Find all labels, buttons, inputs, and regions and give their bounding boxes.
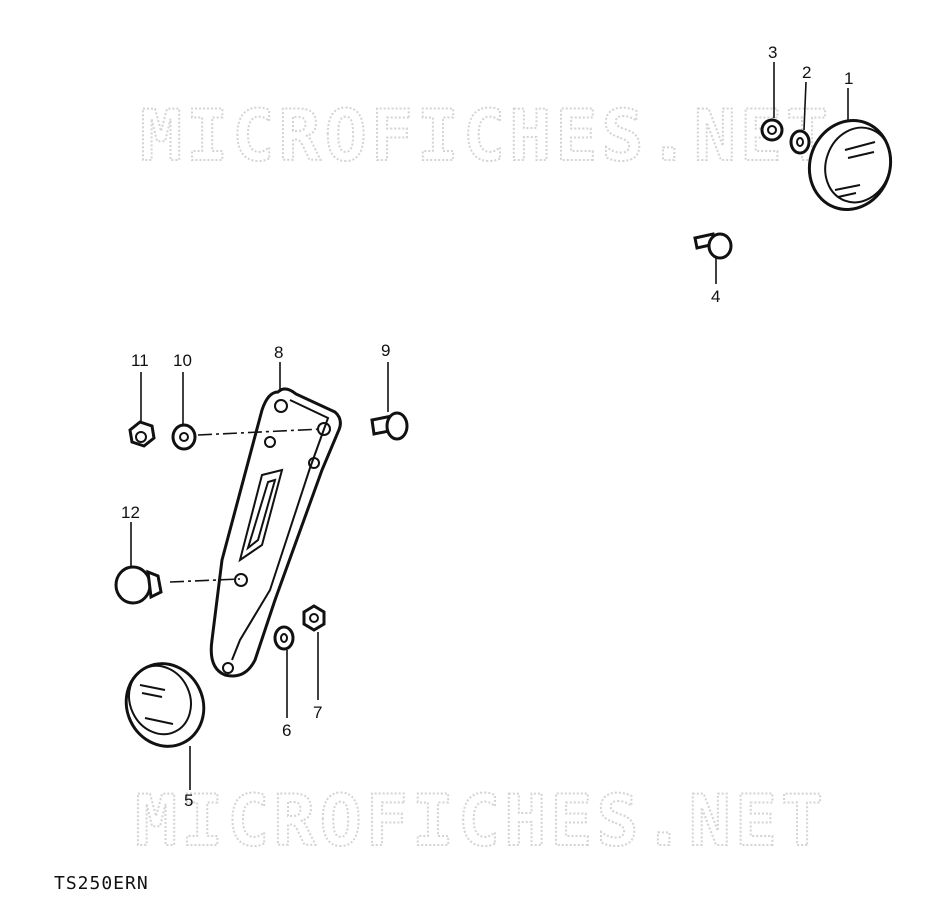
part-5-reflector bbox=[124, 662, 206, 748]
callout-2: 2 bbox=[802, 63, 811, 82]
part-9-bolt bbox=[370, 411, 409, 441]
callout-12: 12 bbox=[121, 503, 140, 522]
part-1-reflector bbox=[807, 119, 893, 211]
part-2-washer bbox=[789, 129, 811, 155]
callout-6: 6 bbox=[282, 721, 291, 740]
part-12-cap bbox=[114, 565, 163, 605]
callout-3: 3 bbox=[768, 43, 777, 62]
callout-9: 9 bbox=[381, 341, 390, 360]
part-4-screw bbox=[693, 232, 733, 260]
callout-7: 7 bbox=[313, 703, 322, 722]
part-8-bracket bbox=[209, 387, 342, 678]
part-11-nut bbox=[128, 420, 156, 448]
watermark-top: MICROFICHES.NET bbox=[140, 95, 832, 177]
model-code: TS250ERN bbox=[54, 873, 149, 894]
part-10-washer bbox=[171, 423, 197, 451]
callout-5: 5 bbox=[184, 791, 193, 810]
callout-11: 11 bbox=[131, 351, 149, 370]
callout-8: 8 bbox=[274, 343, 283, 362]
callout-1: 1 bbox=[844, 69, 853, 88]
part-7-nut bbox=[302, 604, 326, 632]
watermark-bottom: MICROFICHES.NET bbox=[135, 780, 827, 862]
leader-lines bbox=[130, 62, 849, 790]
callout-10: 10 bbox=[173, 351, 192, 370]
callout-4: 4 bbox=[711, 287, 720, 306]
part-6-nut bbox=[273, 625, 295, 651]
callout-labels: 1 2 3 4 5 6 7 8 9 10 11 12 bbox=[121, 43, 853, 810]
part-3-nut bbox=[760, 118, 784, 142]
